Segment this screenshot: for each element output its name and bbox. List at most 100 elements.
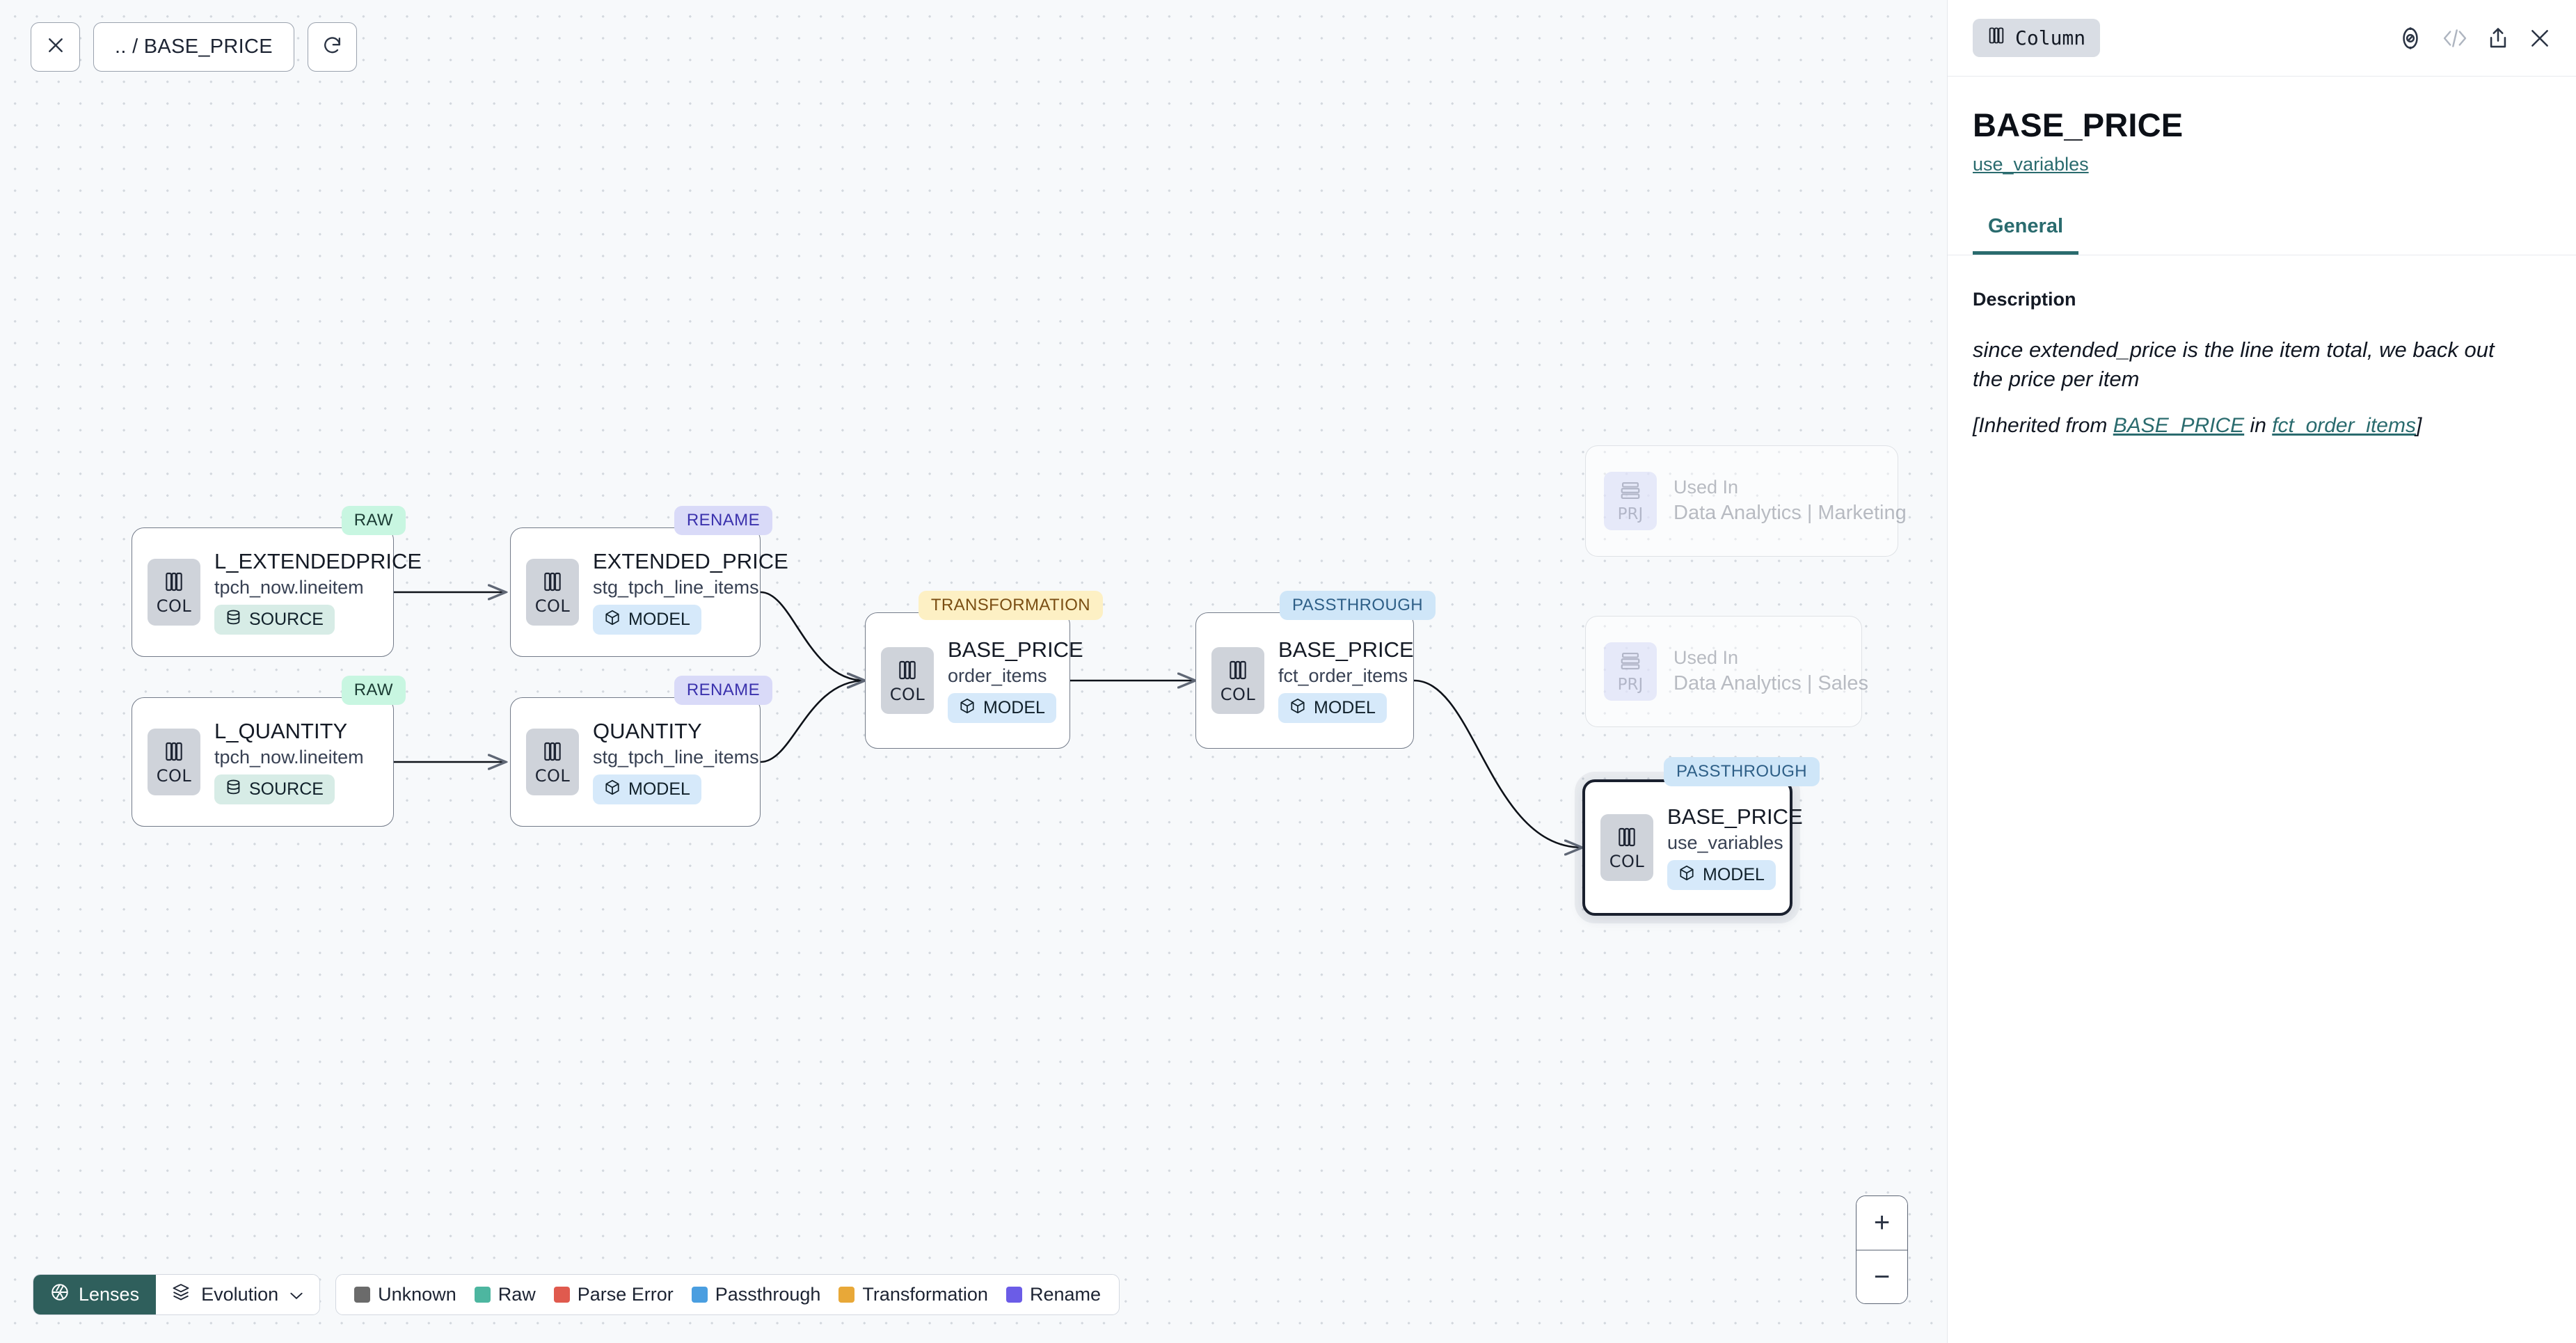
column-chip: COL [148, 729, 200, 795]
used-in-label: Used In [1673, 646, 1739, 668]
inherited-prefix: [Inherited from [1973, 414, 2113, 438]
legend-swatch [474, 1287, 491, 1303]
zoom-in-button[interactable]: + [1857, 1196, 1907, 1250]
details-panel: Column BASE_PRICE use_variables Gener [1947, 0, 2576, 1343]
column-chip: COL [1211, 647, 1264, 714]
parent-model-link[interactable]: use_variables [1973, 154, 2089, 175]
inherited-model-link[interactable]: fct_order_items [2272, 414, 2416, 438]
node-card[interactable]: RAW COL L_EXTENDEDPRICE tpch_now.lineite… [132, 506, 422, 657]
legend-item-parse-error[interactable]: Parse Error [553, 1284, 674, 1305]
node-card[interactable]: RAW COL L_QUANTITY tpch_now.lineitem [132, 676, 406, 827]
legend-item-transformation[interactable]: Transformation [838, 1284, 988, 1305]
refresh-button[interactable] [307, 22, 357, 72]
details-panel-header: Column [1948, 0, 2576, 77]
legend-swatch [553, 1287, 570, 1303]
column-chip-label: COL [156, 765, 192, 786]
inherited-column-link[interactable]: BASE_PRICE [2113, 414, 2245, 438]
node-badge: RAW [341, 506, 406, 535]
node-subtitle: use_variables [1667, 832, 1783, 853]
node-badge: TRANSFORMATION [918, 591, 1103, 620]
explore-compass-icon[interactable] [2398, 26, 2423, 51]
cube-icon [1678, 864, 1695, 887]
lenses-label: Lenses [79, 1284, 140, 1305]
project-chip-label: PRJ [1617, 504, 1644, 523]
page-title: BASE_PRICE [1973, 106, 2184, 143]
node-badge: RAW [341, 676, 406, 705]
project-icon [1619, 480, 1642, 504]
column-icon [1987, 26, 2005, 50]
close-icon [45, 35, 66, 59]
entity-type-label: Column [2015, 26, 2086, 49]
breadcrumb[interactable]: .. / BASE_PRICE [93, 22, 294, 72]
node-subtitle: order_items [948, 665, 1047, 686]
code-icon[interactable] [2442, 28, 2468, 49]
column-chip-label: COL [889, 684, 925, 704]
node-type-tag: MODEL [948, 692, 1056, 724]
node-card[interactable]: PASSTHROUGH COL BASE_PRICE fct_order_ite… [1195, 591, 1436, 749]
inherited-suffix: ] [2415, 414, 2422, 438]
legend-item-raw[interactable]: Raw [474, 1284, 536, 1305]
used-in-card[interactable]: PRJ Used In Data Analytics | Marketing [1585, 445, 1907, 557]
column-chip: COL [1600, 814, 1653, 881]
cube-icon [604, 609, 621, 631]
layers-icon [171, 1282, 191, 1307]
lenses-group: Lenses Evolution [33, 1274, 321, 1315]
evolution-dropdown[interactable]: Evolution [156, 1275, 319, 1314]
entity-type-chip[interactable]: Column [1973, 19, 2101, 57]
used-in-label: Used In [1673, 476, 1739, 498]
node-subtitle: stg_tpch_line_items [593, 576, 759, 598]
column-chip-label: COL [1609, 851, 1645, 871]
node-type-tag: SOURCE [214, 604, 335, 635]
tab-general[interactable]: General [1973, 215, 2078, 255]
legend-item-rename[interactable]: Rename [1005, 1284, 1102, 1305]
legend-item-passthrough[interactable]: Passthrough [691, 1284, 821, 1305]
used-in-card[interactable]: PRJ Used In Data Analytics | Sales [1585, 616, 1868, 727]
node-title: BASE_PRICE [1278, 637, 1414, 662]
column-chip-label: COL [534, 765, 571, 786]
cube-icon [1289, 697, 1306, 720]
panel-tabs: General [1948, 215, 2576, 255]
node-type-tag: MODEL [593, 774, 701, 805]
node-card[interactable]: TRANSFORMATION COL BASE_PRICE order_item… [865, 591, 1103, 749]
column-chip-label: COL [534, 596, 571, 616]
zoom-out-button[interactable]: − [1857, 1250, 1907, 1303]
column-icon [1227, 659, 1248, 685]
legend-label: Rename [1029, 1284, 1102, 1305]
status-legend: Unknown Raw Parse Error Passthrough Tran… [335, 1274, 1120, 1315]
node-title: L_EXTENDEDPRICE [214, 548, 422, 573]
column-chip: COL [881, 647, 934, 714]
canvas-bottom-toolbar: Lenses Evolution Unknown [33, 1274, 1120, 1315]
project-chip: PRJ [1604, 642, 1657, 701]
description-text: since extended_price is the line item to… [1973, 337, 2495, 392]
legend-item-unknown[interactable]: Unknown [354, 1284, 456, 1305]
node-tag-label: MODEL [1314, 697, 1376, 717]
project-chip: PRJ [1604, 472, 1657, 530]
lenses-button[interactable]: Lenses [33, 1275, 157, 1314]
node-badge: PASSTHROUGH [1664, 757, 1820, 786]
node-title: QUANTITY [593, 718, 702, 743]
column-icon [1616, 826, 1637, 852]
lineage-canvas[interactable]: .. / BASE_PRICE PRJ [0, 0, 1947, 1343]
node-card-selected[interactable]: PASSTHROUGH COL BASE_PRICE use_variables [1582, 757, 1820, 916]
node-card[interactable]: RENAME COL QUANTITY stg_tpch_line_items [510, 676, 772, 827]
node-tag-label: MODEL [1703, 864, 1765, 884]
close-button[interactable] [31, 22, 80, 72]
legend-label: Raw [498, 1284, 536, 1305]
node-type-tag: MODEL [1667, 859, 1776, 891]
legend-swatch [691, 1287, 708, 1303]
node-subtitle: stg_tpch_line_items [593, 746, 759, 768]
cube-icon [959, 697, 976, 720]
node-type-tag: MODEL [593, 604, 701, 635]
node-tag-label: MODEL [628, 779, 690, 799]
column-icon [542, 740, 563, 766]
column-chip: COL [526, 559, 579, 626]
project-chip-label: PRJ [1617, 675, 1644, 694]
legend-swatch [354, 1287, 371, 1303]
legend-label: Passthrough [715, 1284, 821, 1305]
share-icon[interactable] [2487, 26, 2509, 50]
node-card[interactable]: RENAME COL EXTENDED_PRICE stg_tpch_line_… [510, 506, 788, 657]
column-chip-label: COL [156, 596, 192, 616]
legend-label: Parse Error [577, 1284, 674, 1305]
close-panel-icon[interactable] [2528, 26, 2552, 50]
